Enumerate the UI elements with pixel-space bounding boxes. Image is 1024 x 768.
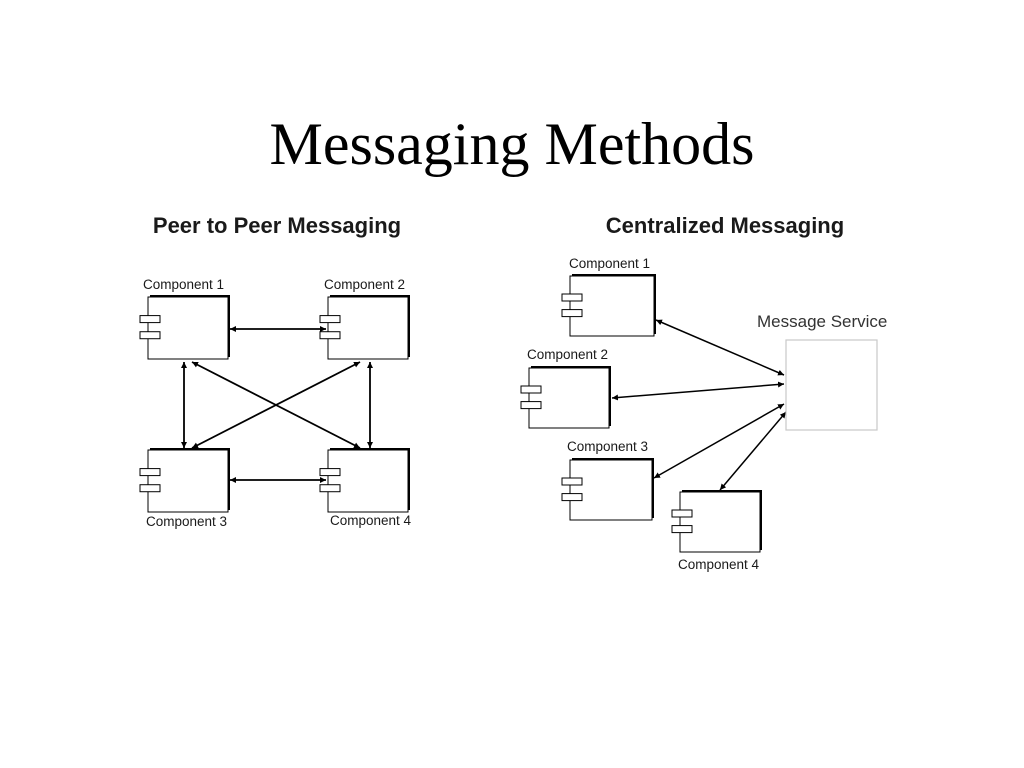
- peer-component-3-label: Component 3: [146, 514, 227, 529]
- peer-link-c2-c3: [191, 361, 361, 449]
- connector-tab: [520, 401, 542, 410]
- connector-tab: [319, 331, 341, 340]
- connector-tab: [319, 484, 341, 493]
- connector-tab: [561, 309, 583, 318]
- peer-links: [181, 326, 373, 483]
- peer-to-peer-panel: Peer to Peer Messaging Component 1 Compo…: [139, 213, 412, 529]
- central-component-3-label: Component 3: [567, 439, 648, 454]
- connector-tab: [319, 468, 341, 477]
- central-link-c3-service: [653, 403, 785, 479]
- peer-component-4: [319, 448, 410, 513]
- central-component-4-label: Component 4: [678, 557, 760, 572]
- connector-tab: [520, 385, 542, 394]
- central-component-2-label: Component 2: [527, 347, 608, 362]
- connector-tab: [139, 484, 161, 493]
- connector-tab: [671, 525, 693, 534]
- connector-tab: [139, 315, 161, 324]
- connector-tab: [561, 293, 583, 302]
- central-link-c2-service: [611, 381, 785, 401]
- connector-tab: [561, 493, 583, 502]
- central-links: [611, 319, 787, 491]
- peer-component-2-label: Component 2: [324, 277, 405, 292]
- centralized-panel: Centralized Messaging Message Service Co…: [520, 213, 887, 572]
- central-component-2: [520, 366, 611, 429]
- central-component-1-label: Component 1: [569, 256, 650, 271]
- central-component-1: [561, 274, 656, 337]
- central-component-4: [671, 490, 762, 553]
- peer-component-1-label: Component 1: [143, 277, 224, 292]
- connector-tab: [561, 477, 583, 486]
- central-link-c1-service: [655, 319, 785, 376]
- peer-component-2: [319, 295, 410, 360]
- peer-component-4-label: Component 4: [330, 513, 412, 528]
- peer-components: [139, 295, 410, 513]
- central-components: [520, 274, 762, 553]
- message-service-label: Message Service: [757, 312, 887, 331]
- connector-tab: [139, 331, 161, 340]
- peer-panel-title: Peer to Peer Messaging: [153, 213, 401, 238]
- connector-tab: [139, 468, 161, 477]
- connector-tab: [319, 315, 341, 324]
- slide-title: Messaging Methods: [269, 111, 755, 177]
- message-service-box: [785, 339, 878, 431]
- central-link-c4-service: [719, 411, 787, 491]
- central-panel-title: Centralized Messaging: [606, 213, 844, 238]
- connector-tab: [671, 509, 693, 518]
- central-component-3: [561, 458, 654, 521]
- peer-component-1: [139, 295, 230, 360]
- peer-component-3: [139, 448, 230, 513]
